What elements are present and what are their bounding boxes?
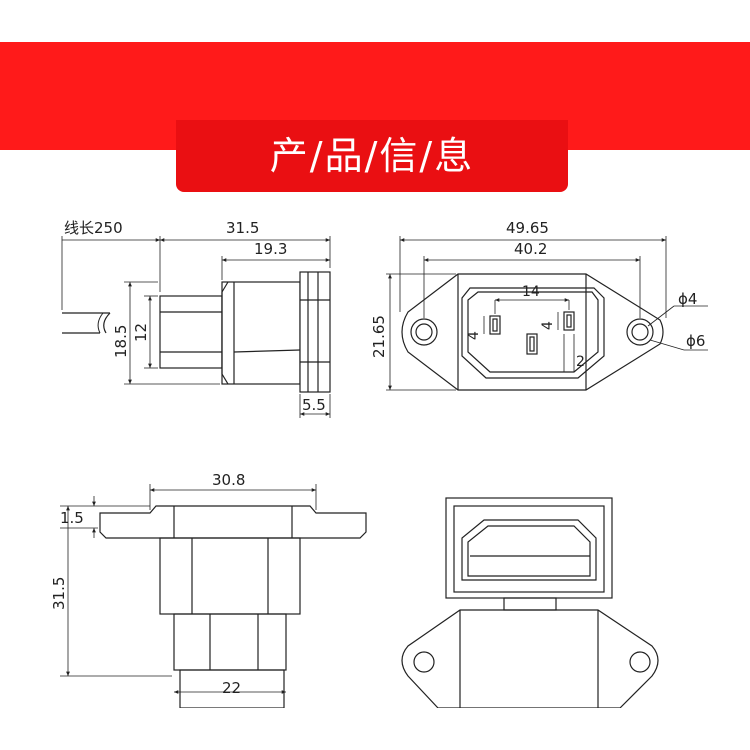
hole-spacing-label: 40.2 — [514, 240, 547, 258]
pin-spacing-label: 14 — [522, 284, 540, 300]
cable-length-label: 线长250 — [64, 219, 123, 237]
hole-inner-label: ϕ4 — [678, 290, 697, 308]
pin-height-right-label: 4 — [540, 321, 556, 330]
bottom-flange-width-label: 30.8 — [212, 471, 245, 489]
bottom-body-width-label: 22 — [222, 679, 241, 697]
body-length-label: 19.3 — [254, 240, 287, 258]
overall-length-label: 31.5 — [226, 219, 259, 237]
inner-diameter-label: 12 — [132, 323, 150, 342]
front-view-drawing — [386, 236, 708, 391]
side-view-drawing — [61, 236, 331, 418]
page-title: 产/品/信/息 — [269, 134, 475, 178]
technical-drawing: 线长250 31.5 19.3 18.5 12 5.5 49.65 40.2 2… — [50, 219, 708, 708]
bottom-side-view-drawing — [60, 484, 367, 708]
hole-outer-label: ϕ6 — [686, 332, 705, 350]
height-label: 21.65 — [370, 315, 388, 358]
bottom-height-label: 31.5 — [50, 577, 68, 610]
flange-thickness-label: 5.5 — [302, 396, 326, 414]
rear-view-drawing — [401, 497, 659, 708]
flange-width-label: 49.65 — [506, 219, 549, 237]
bottom-fade — [0, 708, 750, 750]
pin-width-label: 2 — [576, 354, 585, 370]
pin-height-left-label: 4 — [466, 331, 482, 340]
bottom-flange-thickness-label: 1.5 — [60, 509, 84, 527]
title-tab — [176, 120, 568, 192]
outer-diameter-label: 18.5 — [112, 325, 130, 358]
